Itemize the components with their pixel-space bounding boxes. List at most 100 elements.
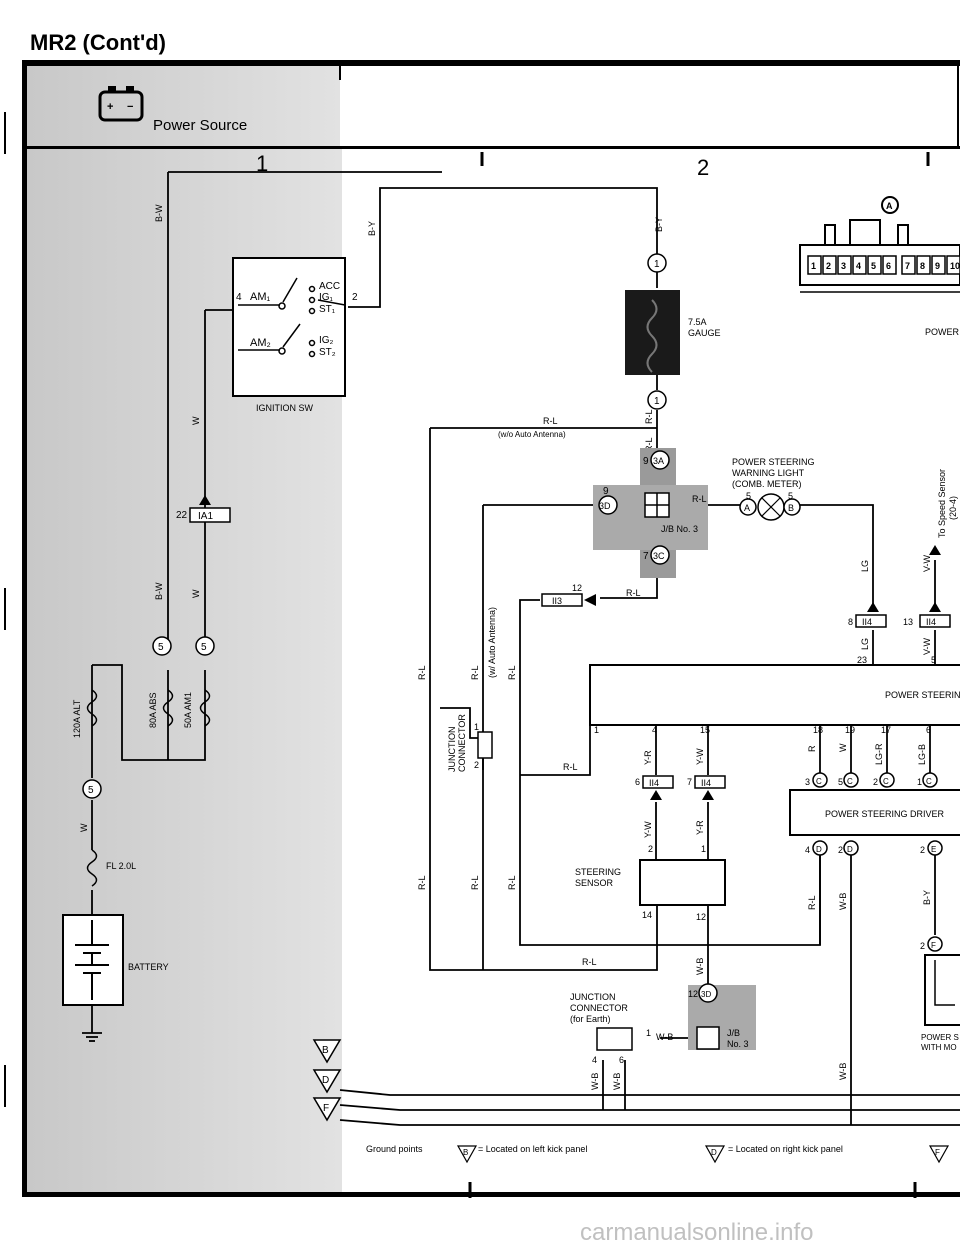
svg-text:JUNCTION: JUNCTION: [447, 727, 457, 773]
svg-text:13: 13: [903, 617, 913, 627]
svg-text:F: F: [931, 941, 936, 950]
svg-text:4: 4: [236, 292, 242, 303]
svg-text:3C: 3C: [653, 551, 665, 561]
svg-text:12: 12: [572, 583, 582, 593]
svg-text:1: 1: [646, 1028, 651, 1038]
svg-text:B: B: [788, 503, 794, 513]
svg-text:A: A: [744, 503, 750, 513]
wire-rl-d: R-L: [417, 875, 427, 890]
connector-pin-cell: [822, 255, 837, 275]
shaded-region: [27, 66, 342, 1192]
frame-bottom-bar: [22, 1192, 960, 1197]
frame-top-bar: [22, 60, 960, 66]
wo-auto-antenna: (w/o Auto Antenna): [498, 430, 566, 439]
svg-text:2: 2: [920, 845, 925, 855]
fusible-links: [86, 689, 211, 887]
svg-text:W-B: W-B: [656, 1032, 673, 1042]
svg-text:J/B No. 3: J/B No. 3: [661, 524, 698, 534]
wire-wb-1: W-B: [695, 958, 705, 975]
fuse-am1-label: 50A AM1: [183, 692, 193, 728]
connector-pin-label: 7: [905, 261, 910, 271]
wire-rl-v2: R-L: [644, 437, 654, 452]
connector-pin-cell: [882, 255, 897, 275]
margin-mark-3: [4, 1065, 6, 1107]
wire-bw-1: B-W: [154, 204, 164, 222]
svg-text:5: 5: [158, 642, 164, 653]
svg-text:7: 7: [643, 551, 649, 562]
svg-text:ST₂: ST₂: [319, 347, 336, 358]
w-auto-antenna: (w/ Auto Antenna): [487, 607, 497, 678]
connector-pin-label: 9: [935, 261, 940, 271]
svg-text:6: 6: [619, 1055, 624, 1065]
svg-text:B: B: [322, 1045, 329, 1056]
connector-pin-label: 1: [811, 261, 816, 271]
page-title: MR2 (Cont'd): [30, 30, 166, 55]
svg-text:4: 4: [805, 845, 810, 855]
svg-text:F: F: [323, 1103, 329, 1114]
ignition-sw-label: IGNITION SW: [256, 403, 314, 413]
svg-text:B: B: [463, 1148, 468, 1157]
wire-yw-1: Y-W: [695, 748, 705, 765]
wire-rl-jb: R-L: [692, 494, 707, 504]
svg-text:4: 4: [652, 725, 657, 735]
svg-text:2: 2: [838, 845, 843, 855]
svg-text:1: 1: [917, 777, 922, 787]
connector-pin-cell: [867, 255, 882, 275]
connector-pin-cell: [946, 255, 960, 275]
svg-text:5: 5: [788, 491, 793, 501]
svg-text:Ground points: Ground points: [366, 1144, 423, 1154]
wire-yr-1: Y-R: [643, 750, 653, 765]
svg-text:POWER STEERING: POWER STEERING: [732, 457, 815, 467]
wire-vw-2: V-W: [922, 637, 932, 655]
svg-text:WITH MO: WITH MO: [921, 1043, 957, 1052]
margin-mark-2: [4, 588, 6, 630]
svg-text:C: C: [816, 777, 822, 786]
svg-text:3D: 3D: [701, 990, 711, 999]
svg-text:C: C: [926, 777, 932, 786]
jb3-block: 9 3A 9 3D J/B No. 3 7 3C: [593, 448, 708, 578]
svg-text:3: 3: [805, 777, 810, 787]
speed-sensor-1: To Speed Sensor: [937, 469, 947, 538]
svg-text:F: F: [935, 1148, 940, 1157]
svg-text:E: E: [931, 845, 936, 854]
wire-rl-b: R-L: [470, 665, 480, 680]
connector-ii4-b: 6 II4 7 II4: [635, 775, 726, 800]
wire-rl-g: R-L: [563, 762, 578, 772]
connector-pin-label: 3: [841, 261, 846, 271]
svg-text:GAUGE: GAUGE: [688, 328, 721, 338]
svg-text:= Located on right kick panel: = Located on right kick panel: [728, 1144, 843, 1154]
svg-text:19: 19: [845, 725, 855, 735]
svg-text:ST₁: ST₁: [319, 304, 336, 315]
wire-rl-e: R-L: [470, 875, 480, 890]
svg-text:II4: II4: [649, 778, 659, 788]
battery-label: BATTERY: [128, 962, 169, 972]
svg-text:23: 23: [857, 655, 867, 665]
svg-text:15: 15: [700, 725, 710, 735]
svg-text:1: 1: [594, 725, 599, 735]
connector-ia1: 22 IA1: [176, 495, 231, 523]
wire-lg-2: LG: [860, 638, 870, 650]
connector-pin-label: 2: [826, 261, 831, 271]
wire-lg-1: LG: [860, 560, 870, 572]
svg-text:2: 2: [474, 760, 479, 770]
wire-wb-2: W-B: [838, 893, 848, 910]
legend: Ground points B = Located on left kick p…: [366, 1144, 950, 1164]
svg-text:STEERING: STEERING: [575, 867, 621, 877]
svg-text:II4: II4: [701, 778, 711, 788]
svg-text:4: 4: [592, 1055, 597, 1065]
svg-text:3A: 3A: [653, 456, 664, 466]
svg-text:5: 5: [88, 785, 94, 796]
grid-col-2: 2: [697, 155, 709, 180]
svg-text:22: 22: [176, 510, 188, 521]
svg-text:AM₁: AM₁: [250, 291, 271, 303]
svg-text:5: 5: [931, 655, 936, 665]
svg-text:POWER: POWER: [925, 327, 960, 337]
wire-rl-c: R-L: [507, 665, 517, 680]
wire-by-2: B-Y: [654, 217, 664, 232]
wire-rl-a: R-L: [417, 665, 427, 680]
gauge-fuse: 7.5A GAUGE: [625, 290, 721, 375]
svg-text:C: C: [847, 777, 853, 786]
speed-sensor-2: (20-4): [948, 496, 958, 520]
wire-bw-2: B-W: [154, 582, 164, 600]
